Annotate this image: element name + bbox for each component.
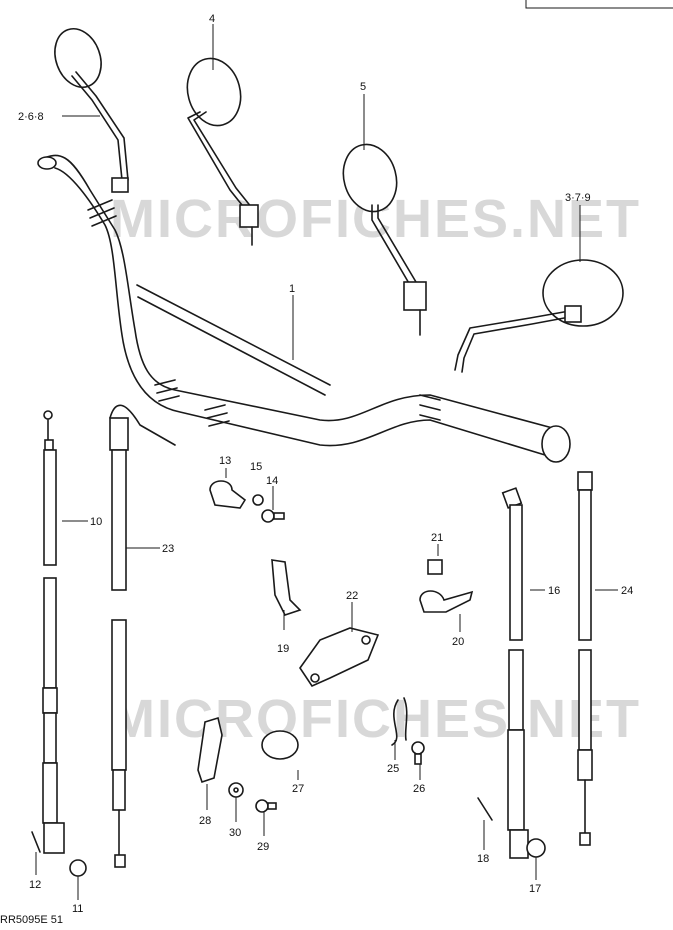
callout-16: 16 bbox=[548, 585, 560, 597]
callout-2-6-8: 2·6·8 bbox=[18, 111, 44, 123]
screw-29 bbox=[255, 799, 277, 813]
figure-code: RR5095E 51 bbox=[0, 914, 63, 926]
cable-23 bbox=[109, 404, 176, 868]
cable-16 bbox=[501, 487, 529, 859]
callout-20: 20 bbox=[452, 636, 464, 648]
callout-3-7-9: 3·7·9 bbox=[565, 192, 591, 204]
screw-26 bbox=[411, 741, 425, 765]
watermark-bottom: MICROFICHES.NET bbox=[110, 689, 641, 749]
ring-27 bbox=[261, 730, 299, 760]
cable-10 bbox=[42, 410, 65, 854]
callout-25: 25 bbox=[387, 763, 399, 775]
callout-10: 10 bbox=[90, 516, 102, 528]
nut-17 bbox=[526, 838, 546, 858]
washer-30 bbox=[228, 782, 244, 798]
callout-19: 19 bbox=[277, 643, 289, 655]
callout-18: 18 bbox=[477, 853, 489, 865]
callout-30: 30 bbox=[229, 827, 241, 839]
callout-15: 15 bbox=[250, 461, 262, 473]
callout-28: 28 bbox=[199, 815, 211, 827]
screw-21 bbox=[427, 559, 443, 575]
screw-14 bbox=[261, 509, 285, 523]
callout-17: 17 bbox=[529, 883, 541, 895]
callout-12: 12 bbox=[29, 879, 41, 891]
callout-21: 21 bbox=[431, 532, 443, 544]
spring-25 bbox=[391, 697, 408, 746]
callout-5: 5 bbox=[360, 81, 366, 93]
callout-26: 26 bbox=[413, 783, 425, 795]
mirror-5 bbox=[342, 143, 427, 336]
callout-24: 24 bbox=[621, 585, 633, 597]
callout-27: 27 bbox=[292, 783, 304, 795]
mirror-4 bbox=[186, 57, 259, 246]
pin-12 bbox=[31, 831, 41, 853]
nut-11 bbox=[69, 859, 87, 877]
callout-1: 1 bbox=[289, 283, 295, 295]
bracket-19 bbox=[271, 559, 302, 616]
mirror-left-upper bbox=[54, 28, 129, 193]
clamp-20 bbox=[419, 590, 474, 613]
callout-11: 11 bbox=[72, 903, 83, 915]
cable-24 bbox=[577, 471, 593, 846]
washer-15 bbox=[252, 494, 264, 506]
callout-13: 13 bbox=[219, 455, 231, 467]
corner-frame bbox=[525, 0, 673, 9]
bracket-28 bbox=[197, 716, 223, 784]
callout-23: 23 bbox=[162, 543, 174, 555]
callout-22: 22 bbox=[346, 590, 358, 602]
handlebar bbox=[37, 154, 571, 463]
leader-lines bbox=[35, 24, 618, 900]
callout-4: 4 bbox=[209, 13, 215, 25]
pin-18 bbox=[477, 797, 493, 821]
bracket-22 bbox=[299, 627, 380, 688]
clamp-13 bbox=[209, 480, 247, 509]
callout-29: 29 bbox=[257, 841, 269, 853]
mirror-right bbox=[454, 259, 624, 373]
callout-14: 14 bbox=[266, 475, 278, 487]
